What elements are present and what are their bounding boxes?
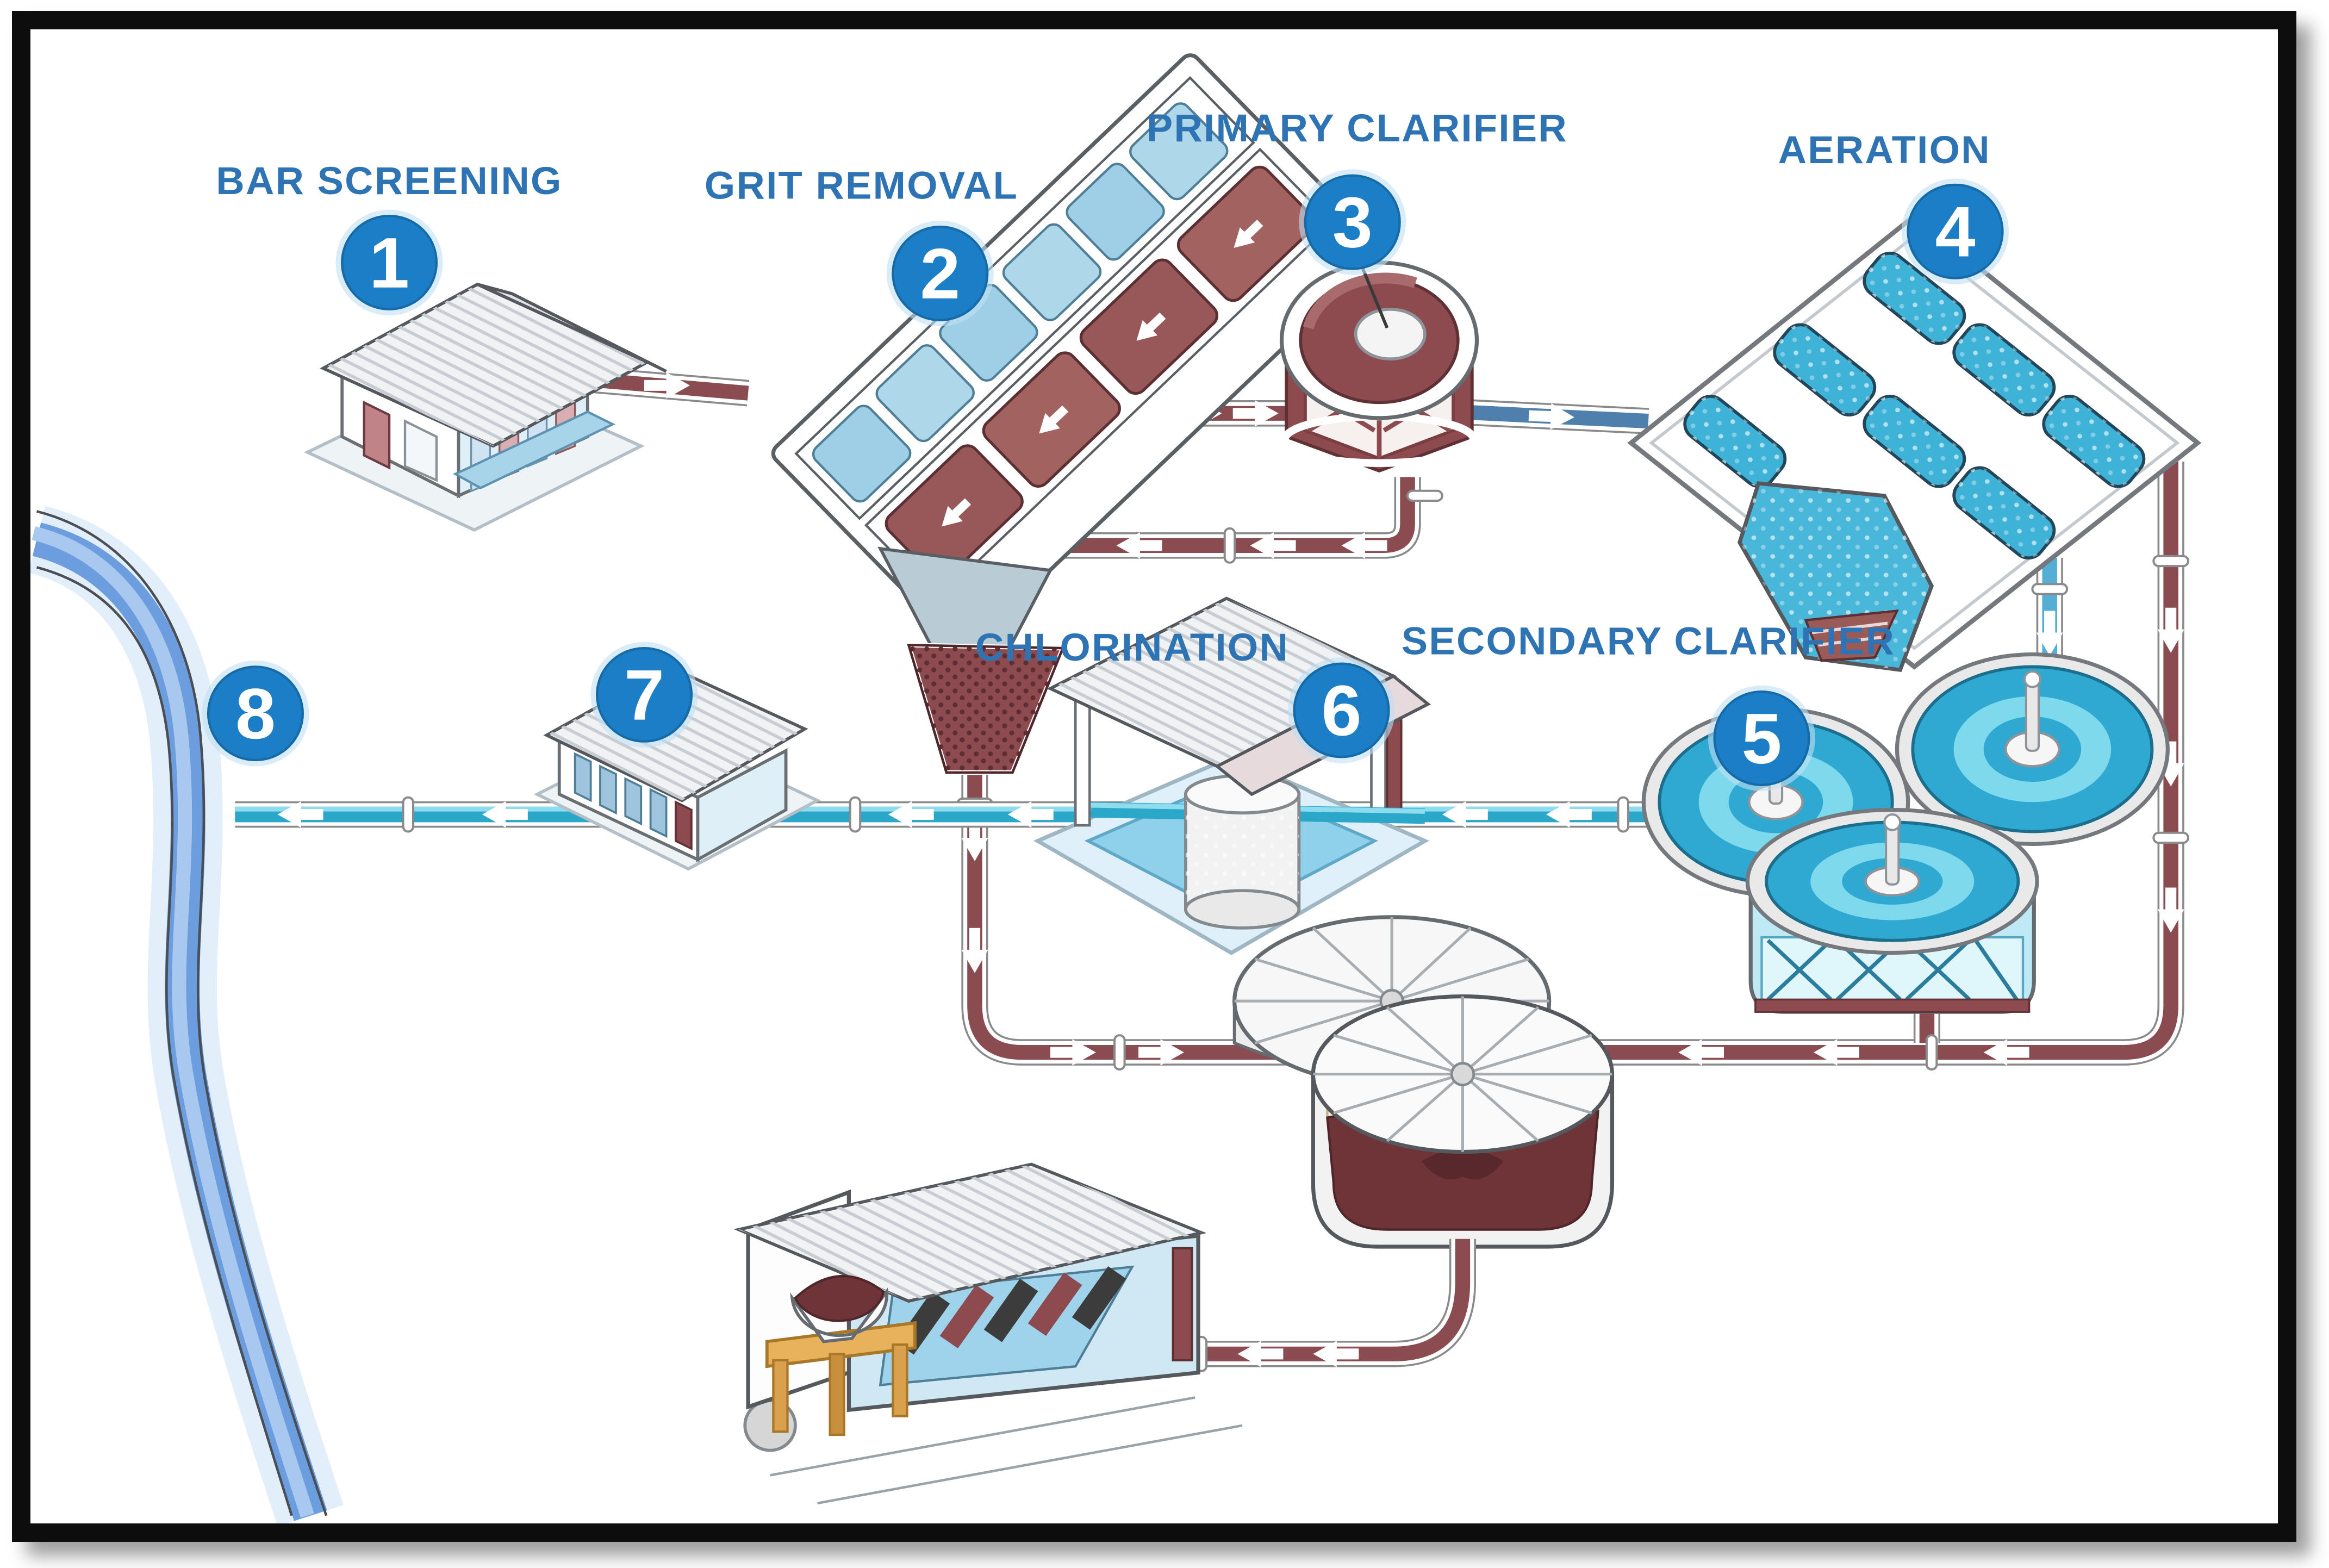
- sludge-hopper-stand: [765, 1275, 917, 1436]
- step-badges: 1 2 3 4 5 6 7: [202, 169, 2009, 792]
- wastewater-treatment-diagram: BAR SCREENING GRIT REMOVAL PRIMARY CLARI…: [30, 53, 2202, 1523]
- svg-text:6: 6: [1321, 671, 1361, 751]
- label-grit-removal: GRIT REMOVAL: [705, 164, 1018, 208]
- label-bar-screening: BAR SCREENING: [216, 160, 562, 203]
- label-secondary-clarifier: SECONDARY CLARIFIER: [1402, 620, 1895, 663]
- sludge-digesters: [1232, 915, 1615, 1249]
- aeration-cells: [1683, 251, 2146, 560]
- aeration-basin: [1627, 213, 2202, 673]
- river: [30, 506, 344, 1523]
- badge-step-6: 6: [1288, 657, 1395, 763]
- primary-clarifier: [1279, 260, 1479, 473]
- grit-removal-channels: [771, 53, 1384, 775]
- treated-water-pipe: [235, 798, 1658, 832]
- digester-front-cutaway: [1311, 994, 1615, 1249]
- secondary-clarifiers: [1641, 652, 2170, 1014]
- primary-effluent-pipe: [1455, 399, 1649, 434]
- label-aeration: AERATION: [1778, 128, 1991, 172]
- badge-step-3: 3: [1299, 169, 1406, 275]
- svg-text:4: 4: [1935, 192, 1976, 272]
- svg-text:5: 5: [1741, 699, 1782, 779]
- bar-screening-building: [303, 282, 667, 532]
- badge-step-5: 5: [1708, 685, 1815, 792]
- sludge-dewatering-building: [733, 1162, 1243, 1505]
- aeration-cutaway: [1737, 481, 1934, 673]
- badge-step-2: 2: [886, 220, 994, 327]
- badge-step-8: 8: [202, 660, 309, 767]
- secondary-clarifier-cutaway: [1745, 807, 2039, 1014]
- diagram-frame: BAR SCREENING GRIT REMOVAL PRIMARY CLARI…: [12, 11, 2296, 1542]
- svg-text:8: 8: [235, 674, 276, 754]
- badge-step-7: 7: [590, 642, 698, 748]
- svg-text:3: 3: [1332, 183, 1373, 263]
- digested-sludge-pipe: [1154, 1239, 1477, 1371]
- badge-step-1: 1: [335, 209, 443, 316]
- secondary-clarifier-right: [1895, 652, 2170, 846]
- step-labels: BAR SCREENING GRIT REMOVAL PRIMARY CLARI…: [216, 107, 1991, 669]
- chlorination-station: [1033, 596, 1431, 955]
- svg-text:1: 1: [369, 223, 409, 303]
- svg-text:7: 7: [624, 655, 664, 735]
- badge-step-4: 4: [1902, 178, 2009, 284]
- svg-text:2: 2: [920, 234, 960, 314]
- label-primary-clarifier: PRIMARY CLARIFIER: [1147, 107, 1568, 150]
- label-chlorination: CHLORINATION: [975, 626, 1289, 669]
